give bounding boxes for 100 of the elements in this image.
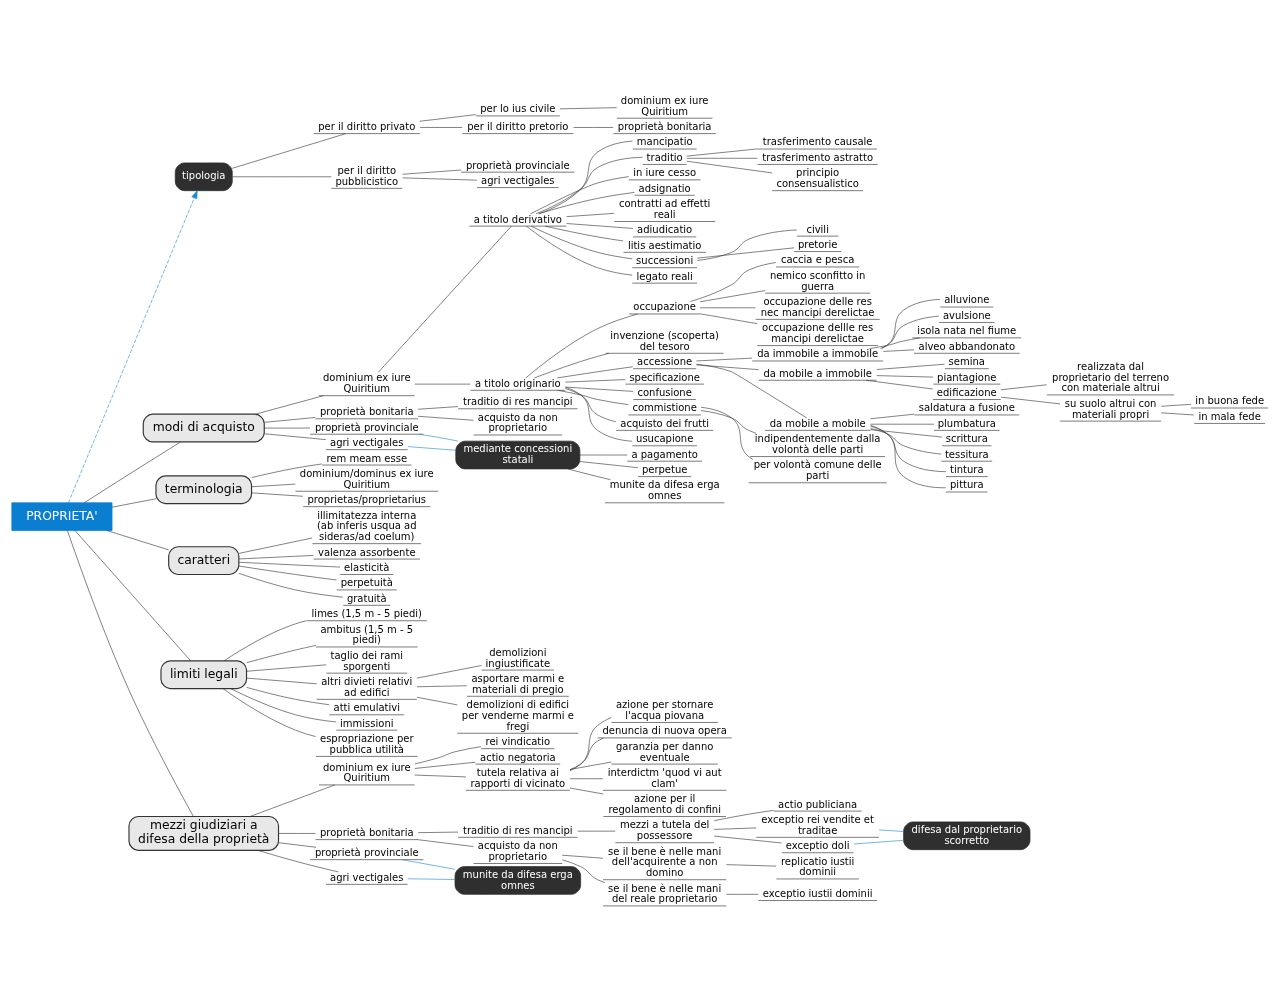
node-text: proprietas/proprietarius [307,493,427,505]
connector [414,761,476,769]
node-text: trasferimento astratto [762,151,874,163]
node-text: da immobile a immobile [757,347,879,359]
node-text: scrittura [945,432,988,444]
node-text: actio publiciana [778,798,858,810]
connector [870,427,942,454]
node-text: exceptio rei vendite et traditae [761,813,874,836]
node-text: legato reali [636,270,693,282]
connector [401,858,456,870]
node-text: actio negatoria [480,751,556,763]
node-box: PROPRIETA' [11,501,113,531]
node-text: exceptio doli [785,839,850,851]
connector [697,229,798,261]
connector [686,160,773,173]
connector [569,787,604,794]
node-text: denuncia di nuova opera [602,724,727,736]
node-text: replicatio iustii dominii [780,855,855,877]
connector [418,433,459,441]
node-text: perpetuità [340,576,393,588]
node-text: successioni [636,254,694,266]
connector [699,313,758,324]
connector [278,841,317,848]
node-text: proprietà bonitaria [319,405,414,417]
connector [690,261,777,302]
connector [865,379,934,389]
connector [246,686,330,705]
node-text: a pagamento [631,448,698,460]
connector [251,483,296,487]
connector [565,386,634,392]
node-text: se il bene è nelle mani del reale proprietario [608,882,722,904]
node-text: pittura [950,478,984,490]
connector [530,175,630,214]
connector [414,745,482,764]
connector [878,829,904,832]
node-text: taglio dei rami sporgenti [330,649,403,672]
connector [251,492,304,497]
connector [249,784,336,817]
connector [699,289,766,302]
connector [257,849,339,872]
connector [416,696,458,705]
connector [246,644,317,663]
node-text: plumbatura [937,417,996,429]
node-text: accessione [637,355,693,367]
connector [84,441,181,503]
node-text: a titolo derivativo [473,213,562,225]
connector [713,827,757,830]
connector [417,405,459,410]
node-box: caratteri [168,545,240,575]
node-box: terminologia [155,474,253,504]
connector [1160,412,1195,415]
node-text: tintura [950,463,984,475]
connector [417,415,474,421]
connector [231,175,332,177]
node-text: adiudicatio [637,223,693,235]
node-text: occupazione dellle res mancipi derelictae [762,321,874,344]
node-text: valenza assorbente [317,546,416,558]
node-text: a titolo originario [474,377,561,389]
connector [106,529,169,550]
connector [686,148,759,156]
connector [416,664,482,678]
connector [565,378,626,382]
connector [700,409,757,434]
node-text: acquisto da non proprietario [477,839,558,862]
connector [881,298,941,349]
connector [224,619,307,661]
node-box: limiti legali [160,659,248,689]
node-text: indipendentemente dalla volontà delle parti [754,432,881,455]
node-text: per volontà comune delle parti [753,458,882,481]
connector [407,878,456,880]
connector [238,561,341,567]
node-text: pretorie [797,238,838,250]
connector [67,529,194,817]
connector [573,126,614,128]
node-text: civili [806,223,829,235]
connector [407,445,456,451]
connector [222,687,316,737]
connector [566,212,615,217]
node-text: dominium ex iure Quiritium [322,761,411,783]
connector [557,389,629,405]
node-box: difesa dal proprietario scorretto [903,821,1031,850]
node-text: semina [948,355,985,367]
connector [700,406,754,460]
connector [246,664,327,672]
node-text: mancipatio [636,135,693,147]
node-text: contratti ad effetti reali [618,197,711,220]
node-text: altri divieti relativi ad edifici [321,675,413,698]
node-text: per il diritto pretorio [467,120,569,132]
node-text: traditio di res mancipi [463,395,573,407]
node-text: saldatura a fusione [918,401,1015,413]
node-text: munite da difesa erga omnes [609,478,720,501]
connector [713,809,774,821]
node-text: proprietà provinciale [314,846,419,858]
connector [569,761,612,770]
node-text: proprietà bonitaria [319,826,414,838]
node-text: su suolo altrui con materiali propri [1064,397,1157,420]
node-text: proprietà bonitaria [617,120,712,132]
connector [419,113,477,122]
connector [870,425,947,472]
node-text: dominium/dominus ex iure Quiritium [299,467,434,490]
